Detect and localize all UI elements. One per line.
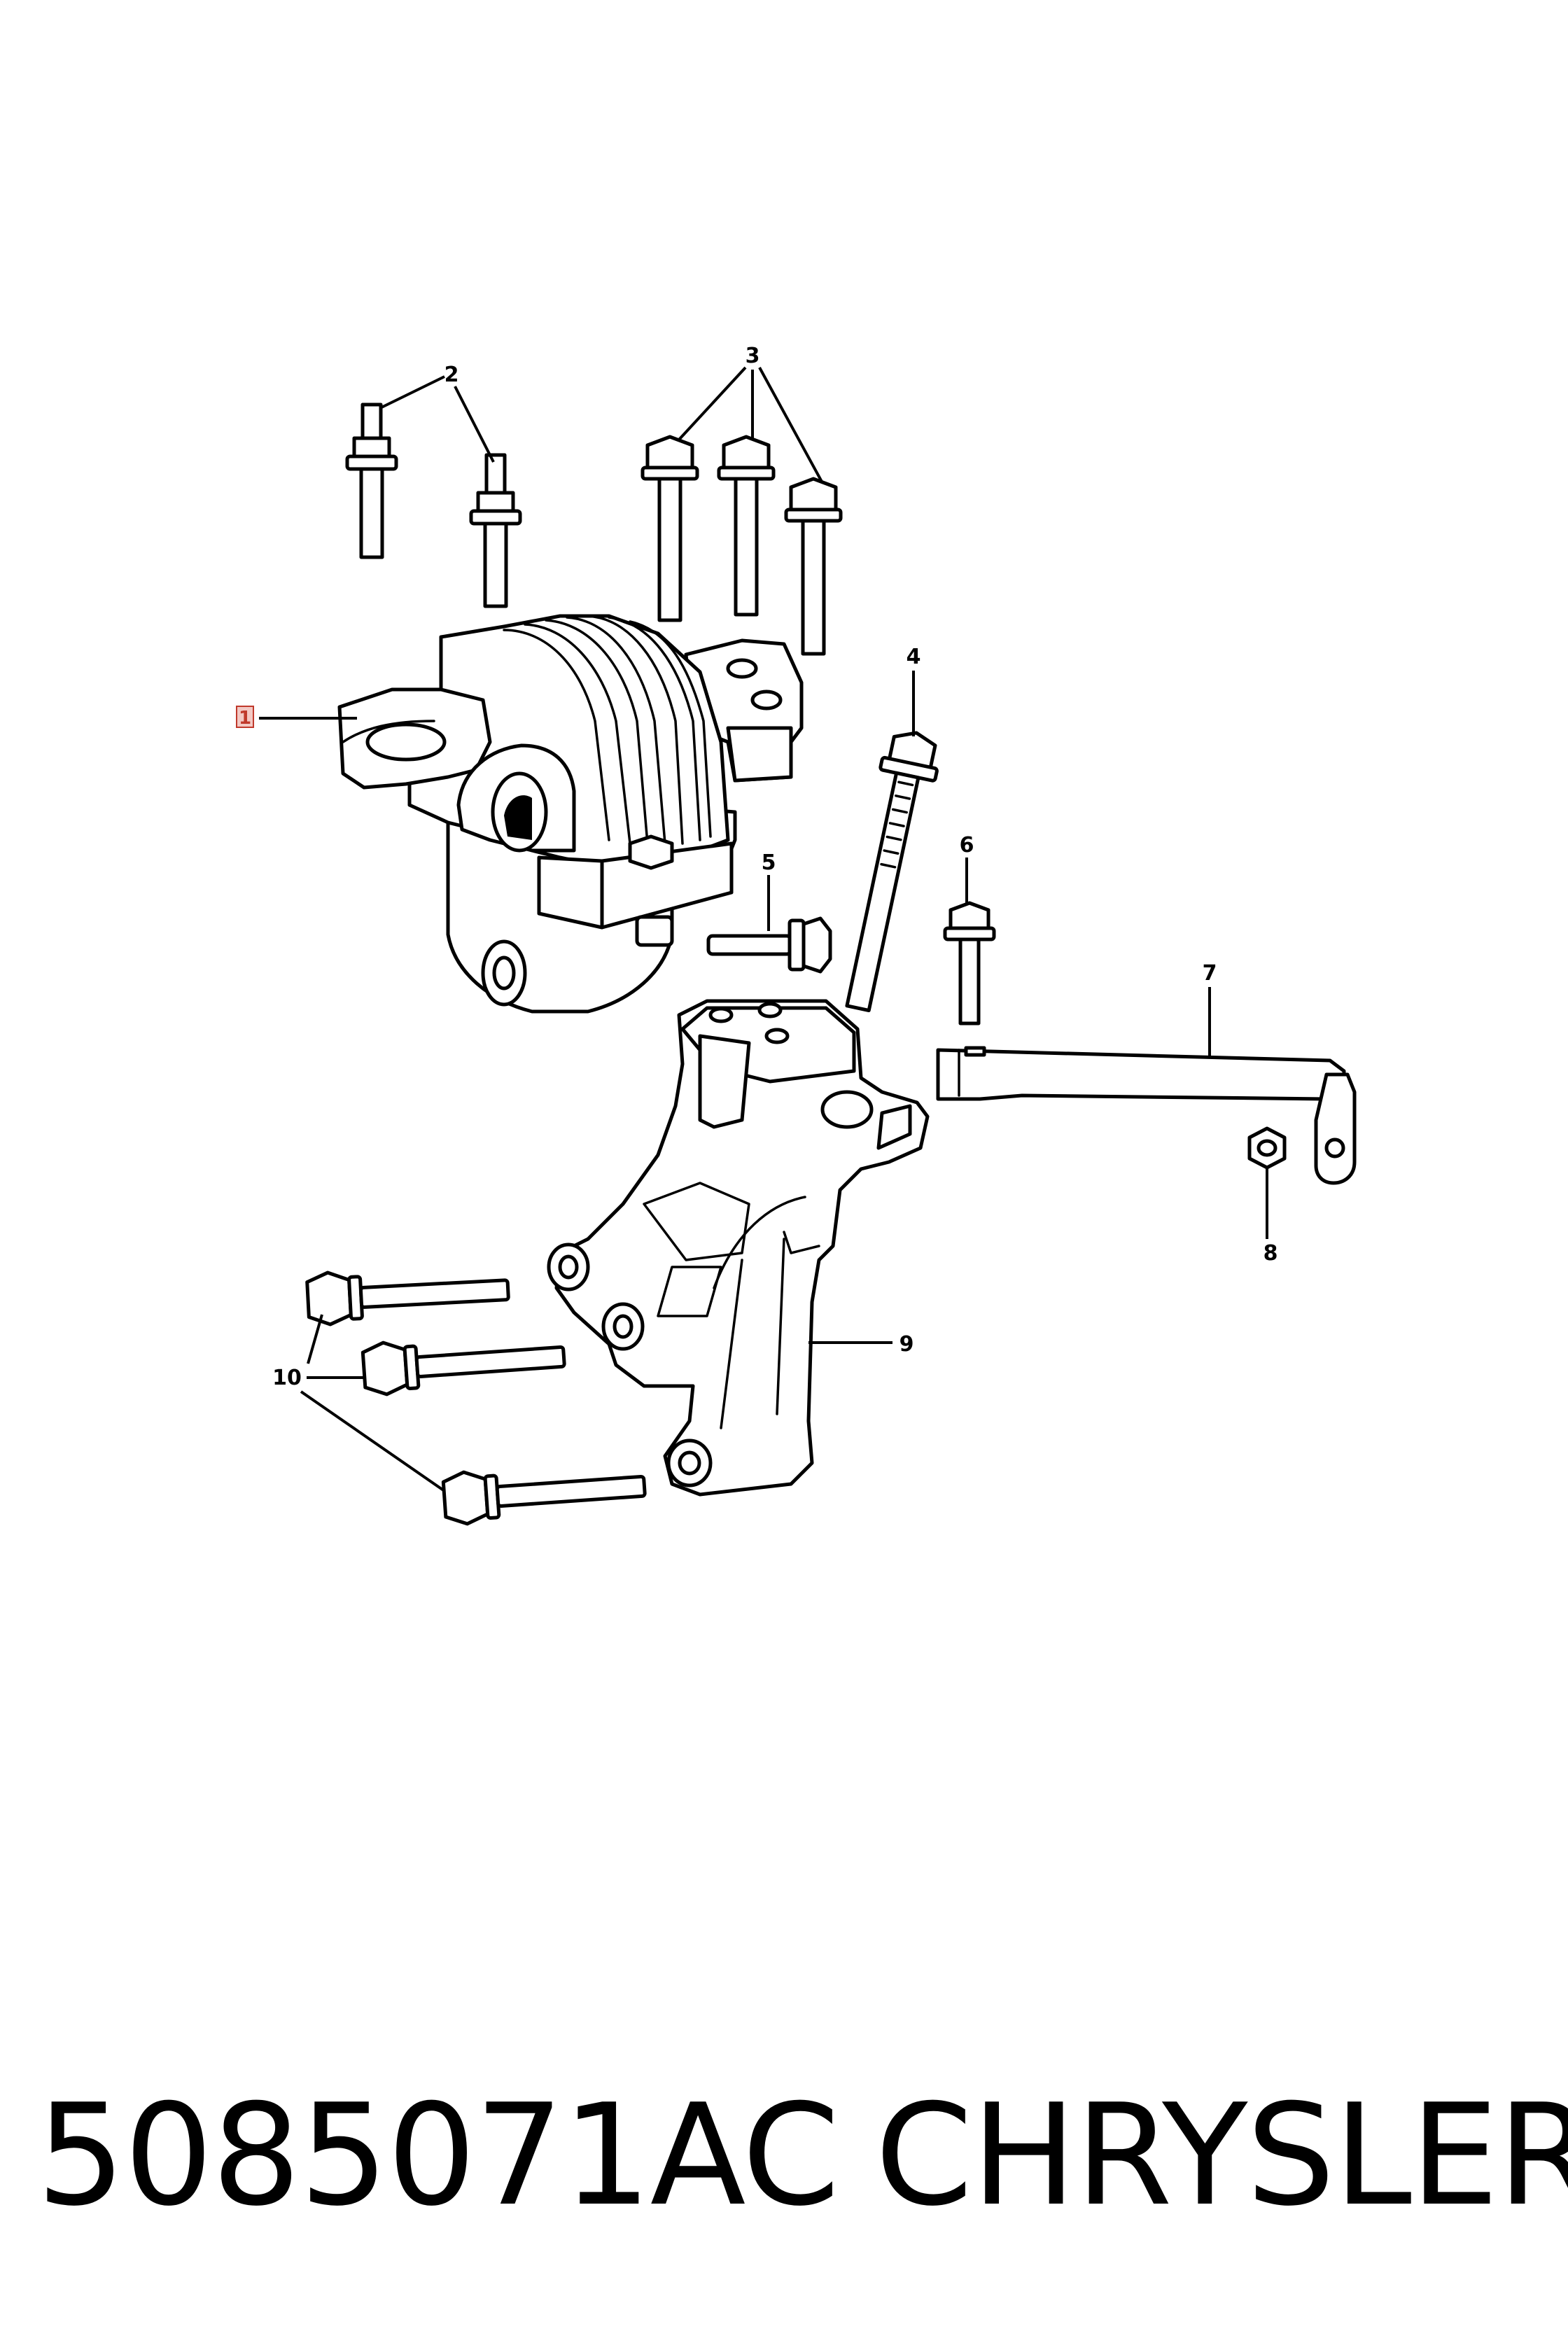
callout-8[interactable]: 8 (1264, 1241, 1278, 1266)
engine-mount[interactable] (337, 614, 804, 1014)
callout-6[interactable]: 6 (960, 833, 974, 858)
callout-7[interactable]: 7 (1203, 961, 1217, 986)
bolt-3c[interactable] (784, 477, 843, 656)
stud-left[interactable] (345, 402, 398, 559)
brand-name: CHRYSLER (875, 2074, 1568, 2237)
short-bolt-5[interactable] (706, 916, 832, 974)
nut-8[interactable] (1247, 1126, 1287, 1170)
bolt-6[interactable] (943, 901, 996, 1026)
strut-7[interactable] (936, 1046, 1357, 1185)
callout-1-label: 1 (239, 708, 251, 729)
stud-right[interactable] (469, 453, 522, 608)
bolt-3b[interactable] (717, 435, 776, 617)
footer: 5085071AC CHRYSLER (0, 2086, 1568, 2226)
callout-1[interactable]: 1 (236, 706, 254, 729)
long-bolt-4[interactable] (830, 727, 944, 1014)
bolt-10a[interactable] (305, 1264, 510, 1326)
part-number: 5085071AC (36, 2074, 840, 2237)
callout-2[interactable]: 2 (444, 363, 459, 387)
callout-3[interactable]: 3 (746, 344, 760, 368)
callout-5[interactable]: 5 (762, 850, 776, 875)
callout-10[interactable]: 10 (272, 1366, 302, 1390)
bolt-3a[interactable] (640, 435, 699, 622)
bolt-10b[interactable] (360, 1330, 566, 1396)
bolt-10c[interactable] (441, 1460, 647, 1526)
leader-lines (259, 366, 1268, 1492)
callout-9[interactable]: 9 (899, 1332, 914, 1357)
bracket-9[interactable] (547, 999, 930, 1497)
callout-4[interactable]: 4 (906, 645, 921, 669)
